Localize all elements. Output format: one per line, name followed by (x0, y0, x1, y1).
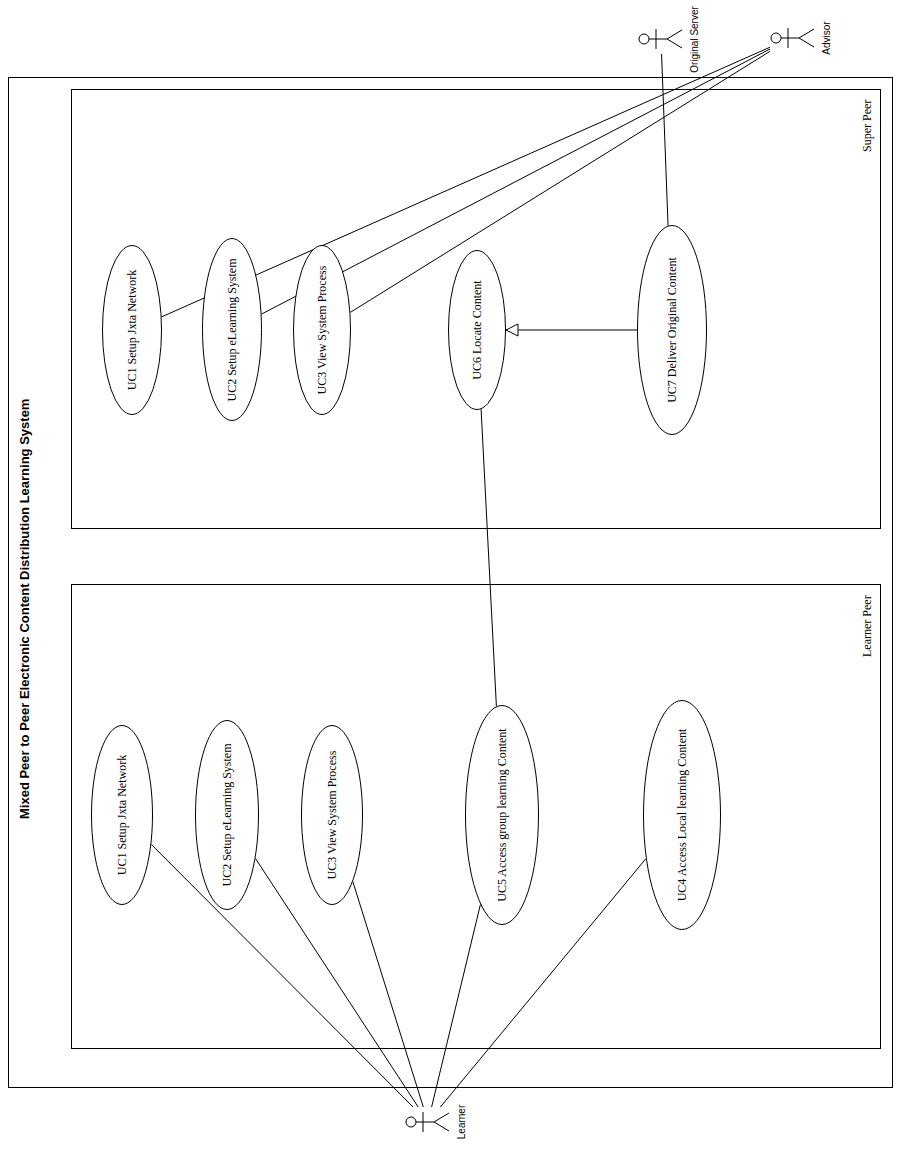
actor-figure (405, 1107, 451, 1137)
ellipse-shape (196, 721, 259, 910)
association-line (432, 904, 481, 1107)
association-line (481, 409, 496, 706)
association-line (440, 859, 646, 1107)
actor-body (649, 30, 682, 50)
actor-figure (770, 23, 816, 53)
system-title: Mixed Peer to Peer Electronic Content Di… (17, 399, 32, 819)
actor-head (639, 35, 649, 45)
ellipse-shape (92, 726, 153, 905)
peer-box: Learner PeerUC1 Setup Jxta Network UC2 Se… (71, 584, 881, 1049)
actor-name: Original Server (689, 6, 700, 73)
use-case-name: UC2 Setup eLearning System (220, 744, 235, 887)
use-case-name: UC7 Deliver Original Content (665, 257, 680, 403)
association-line (353, 882, 423, 1107)
actor-name: Advisor (821, 21, 832, 54)
actor-body (416, 1112, 449, 1132)
ellipse-shape (302, 726, 363, 905)
use-case-name: UC3 View System Process (325, 751, 340, 880)
use-case-name: UC2 Setup eLearning System (225, 259, 240, 402)
actor: Advisor (770, 20, 834, 57)
use-case-ellipse: UC2 Setup eLearning System (202, 239, 262, 422)
stick-figure (638, 25, 684, 55)
actor-figure (638, 25, 684, 55)
ellipse-shape (449, 251, 506, 410)
system-boundary: Mixed Peer to Peer Electronic Content Di… (8, 77, 893, 1088)
use-case-ellipse: UC7 Deliver Original Content (637, 225, 707, 435)
ellipse-shape (294, 246, 351, 415)
association-line (350, 51, 770, 312)
ellipse-shape (203, 239, 262, 421)
use-case-name: UC1 Setup Jxta Network (115, 755, 130, 875)
use-case-ellipse: UC3 View System Process (301, 725, 363, 905)
association-line (151, 844, 413, 1107)
use-case-ellipse: UC2 Setup eLearning System (195, 720, 259, 910)
ellipse-shape (466, 706, 539, 925)
actor-head (771, 33, 781, 43)
use-case-ellipse: UC1 Setup Jxta Network (102, 245, 162, 415)
actor-name: Learner (456, 1105, 467, 1139)
actor-head (406, 1117, 416, 1127)
box-label: Super Peer (860, 100, 875, 152)
ellipse-shape (644, 701, 721, 930)
use-case-name: UC3 View System Process (315, 266, 330, 395)
peer-box: Super PeerUC1 Setup Jxta Network UC2 Setu… (71, 89, 881, 529)
stick-figure (405, 1107, 451, 1137)
use-case-ellipse: UC5 Access group learning Content (465, 705, 539, 925)
use-case-name: UC5 Access group learning Content (495, 728, 510, 901)
use-case-name: UC1 Setup Jxta Network (125, 270, 140, 390)
actor: Learner (405, 1103, 469, 1141)
ellipse-shape (638, 226, 707, 435)
use-case-ellipse: UC4 Access Local learning Content (643, 700, 721, 930)
stick-figure (770, 23, 816, 53)
use-case-ellipse: UC3 View System Process (293, 245, 351, 415)
use-case-ellipse: UC1 Setup Jxta Network (91, 725, 153, 905)
use-case-ellipse: UC6 Locate Content (448, 250, 506, 410)
generalization-arrow (506, 330, 637, 331)
actor: Original Server (638, 4, 702, 75)
association-line (662, 54, 668, 226)
use-case-name: UC6 Locate Content (470, 280, 485, 379)
ellipse-shape (103, 246, 162, 415)
use-case-name: UC4 Access Local learning Content (675, 729, 690, 902)
actor-body (781, 28, 814, 48)
box-label: Learner Peer (860, 595, 875, 657)
